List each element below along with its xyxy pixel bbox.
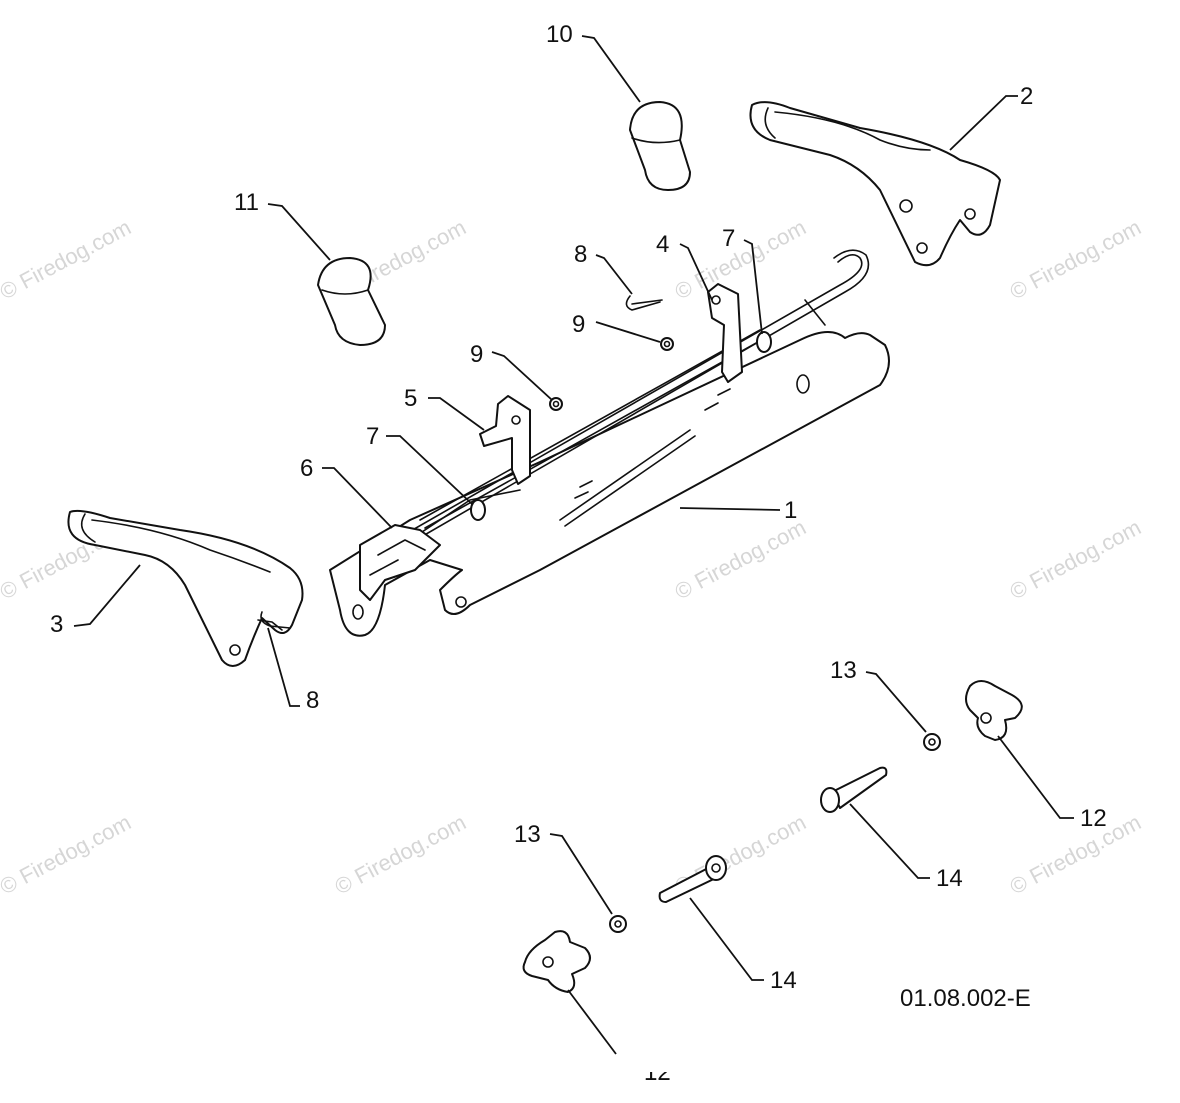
spacer-7-lower[interactable] <box>470 499 486 521</box>
handle-left[interactable] <box>67 509 304 667</box>
watermark-text: © Firedog.com <box>0 809 135 899</box>
leader-8-lower <box>267 627 300 707</box>
washer-13-upper[interactable] <box>923 733 941 751</box>
leader-6 <box>322 467 393 529</box>
leader-9-lower <box>491 351 553 401</box>
callout-8-lower: 8 <box>306 687 319 714</box>
leader-4 <box>679 243 713 301</box>
callout-13-upper: 13 <box>830 657 857 684</box>
main-bracket[interactable] <box>329 331 890 637</box>
callout-3: 3 <box>50 611 63 638</box>
callout-1: 1 <box>784 497 797 524</box>
watermark-text: © Firedog.com <box>1006 809 1145 899</box>
washer-13-lower[interactable] <box>609 915 627 933</box>
leader-13-lower <box>549 833 613 915</box>
callout-9-lower: 9 <box>470 341 483 368</box>
leader-12-upper <box>997 735 1074 819</box>
watermark-text: © Firedog.com <box>1006 514 1145 604</box>
callout-13-lower: 13 <box>514 821 541 848</box>
leader-13-upper <box>865 671 927 733</box>
watermark-text: © Firedog.com <box>671 514 810 604</box>
handle-right[interactable] <box>749 101 1001 267</box>
pin-8-upper[interactable] <box>625 295 663 311</box>
leader-8-upper <box>595 254 633 295</box>
callout-7-upper: 7 <box>722 225 735 252</box>
callout-11: 11 <box>234 189 259 216</box>
watermark-text: © Firedog.com <box>1006 214 1145 304</box>
callout-8-upper: 8 <box>574 241 587 268</box>
bolt-14-upper[interactable] <box>820 766 888 813</box>
callout-7-lower: 7 <box>366 423 379 450</box>
star-knob-12-upper[interactable] <box>965 680 1023 741</box>
plate-4[interactable] <box>707 283 743 383</box>
linkage-6[interactable] <box>359 524 441 601</box>
callout-10: 10 <box>546 21 573 48</box>
watermark-text: © Firedog.com <box>0 214 135 304</box>
callout-4: 4 <box>656 231 669 258</box>
leader-14-upper <box>849 803 930 879</box>
leader-7-upper <box>743 239 763 335</box>
callout-14-upper: 14 <box>936 865 963 892</box>
leader-9-upper <box>595 321 661 343</box>
nut-9-lower[interactable] <box>549 397 563 411</box>
callout-2: 2 <box>1020 83 1033 110</box>
callout-14-lower: 14 <box>770 967 797 994</box>
pin-8-lower[interactable] <box>260 611 291 629</box>
callout-5: 5 <box>404 385 417 412</box>
leader-12-lower <box>567 989 617 1055</box>
callout-12-upper: 12 <box>1080 805 1107 832</box>
leader-lines <box>73 35 1074 1055</box>
spacer-7-upper[interactable] <box>756 331 772 353</box>
knob-10[interactable] <box>629 101 691 191</box>
star-knob-12-lower[interactable] <box>522 930 591 993</box>
bolt-14-lower[interactable] <box>658 855 727 903</box>
callout-6: 6 <box>300 455 313 482</box>
callout-9-upper: 9 <box>572 311 585 338</box>
leader-7-lower <box>386 435 473 505</box>
bottom-crop-mask <box>560 1058 700 1072</box>
leader-11 <box>267 203 331 261</box>
drawing-code: 01.08.002-E <box>900 985 1031 1012</box>
leader-1 <box>679 507 781 511</box>
leader-3 <box>73 564 141 627</box>
watermark-text: © Firedog.com <box>331 809 470 899</box>
knob-11[interactable] <box>317 257 386 346</box>
nut-9-upper[interactable] <box>660 337 674 351</box>
watermark-text: © Firedog.com <box>671 214 810 304</box>
leader-2 <box>949 95 1018 151</box>
leader-5 <box>428 397 485 431</box>
plate-5[interactable] <box>479 395 531 485</box>
leader-14-lower <box>689 897 764 981</box>
leader-10 <box>581 35 641 103</box>
